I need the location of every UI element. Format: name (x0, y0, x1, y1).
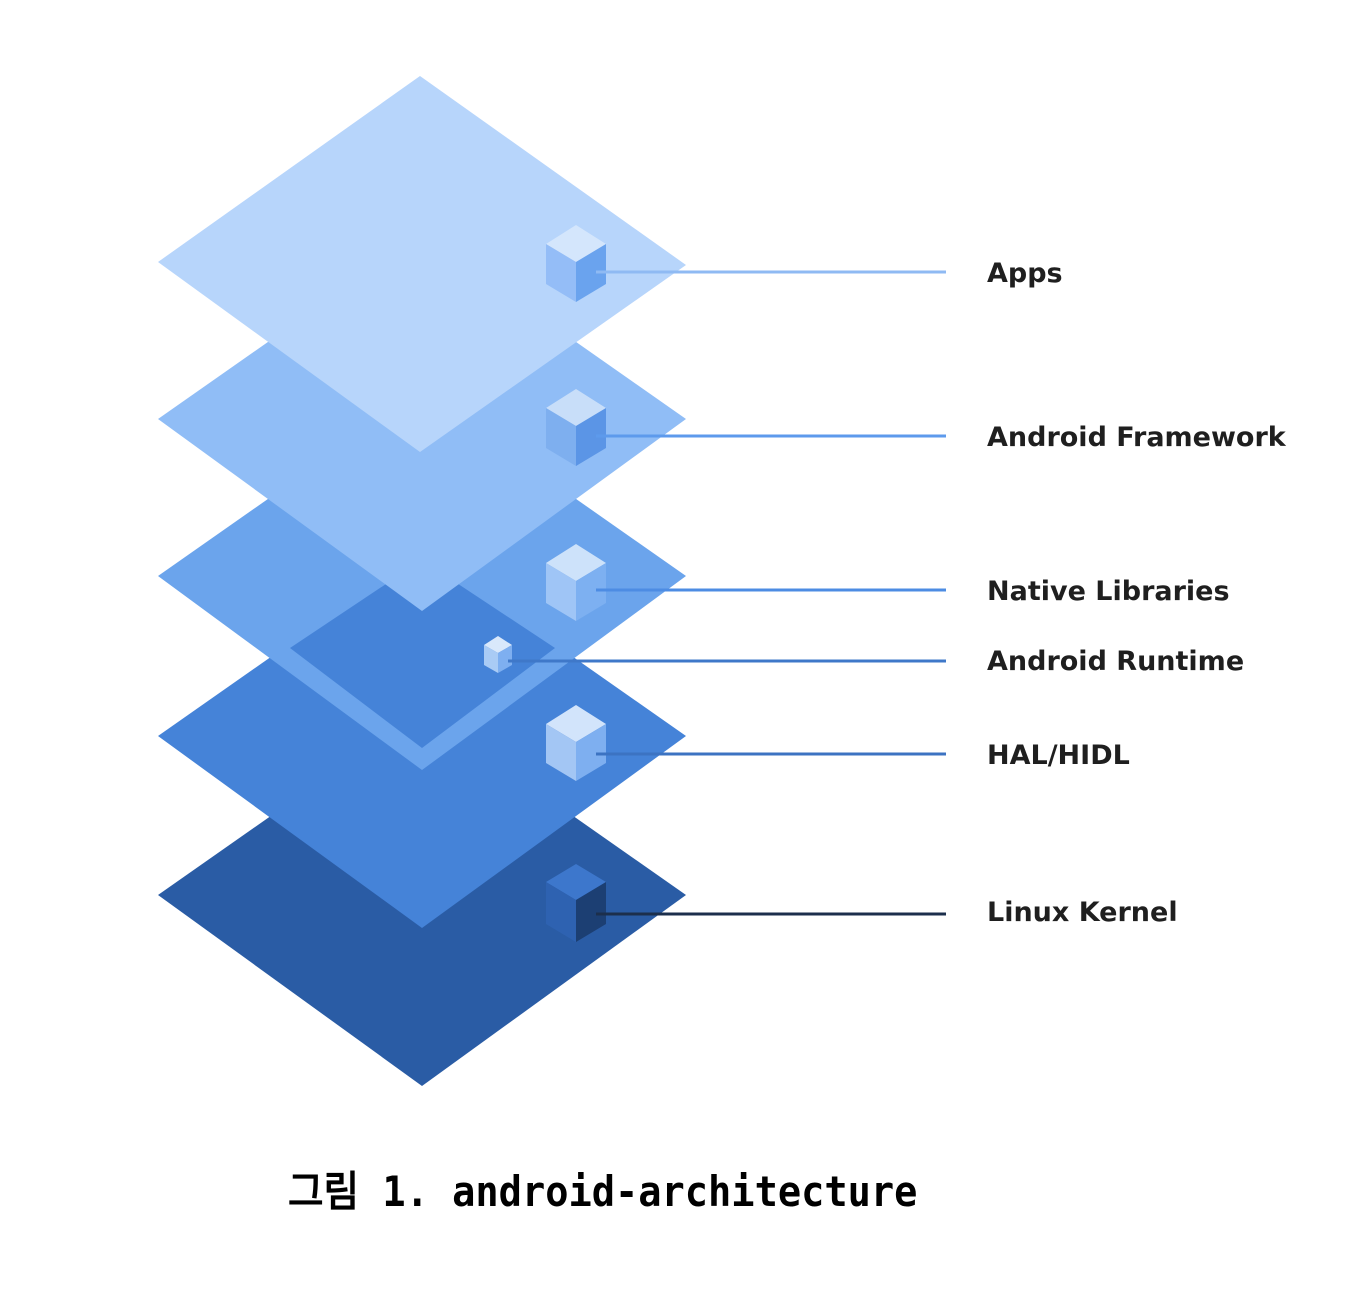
apps-plane (158, 76, 686, 452)
android-framework-cube-icon (546, 389, 606, 466)
native-libraries-cube-icon (546, 544, 606, 621)
linux-kernel-label: Linux Kernel (987, 897, 1178, 928)
native-libraries-label: Native Libraries (987, 576, 1230, 607)
layer-apps (158, 76, 686, 452)
figure-caption: 그림 1. android-architecture (288, 1167, 918, 1216)
leader-lines (508, 270, 946, 916)
hal-hidl-cube-icon (546, 705, 606, 781)
android-framework-label: Android Framework (987, 422, 1287, 453)
layer-labels: Apps Android Framework Native Libraries … (987, 258, 1287, 928)
apps-cube-icon (546, 225, 606, 302)
hal-hidl-label: HAL/HIDL (987, 740, 1130, 771)
linux-kernel-cube-icon (546, 864, 606, 942)
android-runtime-plane (290, 560, 555, 748)
android-runtime-cube-icon (484, 636, 512, 673)
apps-label: Apps (987, 258, 1063, 289)
android-runtime-label: Android Runtime (987, 646, 1244, 677)
